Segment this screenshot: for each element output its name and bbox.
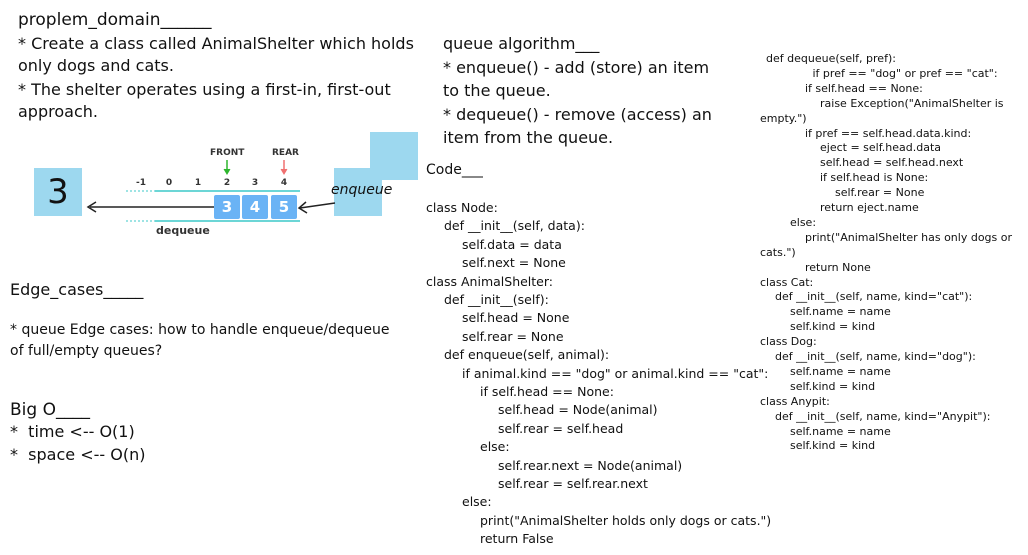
code-line: class Node:	[426, 200, 498, 215]
index-label: 0	[165, 178, 173, 188]
bigo-line: * time <-- O(1)	[10, 422, 135, 441]
algorithm-line: * enqueue() - add (store) an item	[443, 58, 710, 77]
rear-label: REAR	[272, 148, 299, 158]
code-line: self.name = name	[790, 424, 891, 438]
incoming-item-box	[334, 168, 382, 216]
problem-line: approach.	[18, 102, 98, 121]
edge-line: * queue Edge cases: how to handle enqueu…	[10, 322, 390, 338]
code-line: print("AnimalShelter has only dogs or	[805, 230, 1013, 244]
code-line: cats.")	[760, 245, 796, 259]
code-line: def __init__(self, name, kind="cat"):	[775, 290, 973, 304]
queue-cell: 5	[271, 195, 297, 219]
code-line: self.rear = None	[835, 186, 925, 200]
code-line: return False	[480, 531, 554, 547]
code-line: class Dog:	[760, 335, 817, 349]
code-heading: Code___	[426, 162, 483, 178]
code-line: self.head = self.head.next	[820, 156, 964, 170]
code-line: def enqueue(self, animal):	[444, 347, 610, 363]
index-label: 3	[251, 178, 259, 188]
edge-line: of full/empty queues?	[10, 343, 163, 359]
code-line: def dequeue(self, pref):	[766, 52, 896, 65]
code-line: return eject.name	[820, 201, 919, 214]
problem-line: * Create a class called AnimalShelter wh…	[18, 34, 414, 53]
front-label: FRONT	[210, 148, 245, 158]
code-line: else:	[790, 215, 817, 229]
algorithm-heading: queue algorithm___	[443, 34, 600, 53]
code-line: self.rear = None	[462, 328, 564, 344]
code-line: self.rear = self.rear.next	[498, 476, 648, 491]
code-line: def __init__(self, data):	[444, 218, 585, 234]
algorithm-line: * dequeue() - remove (access) an	[443, 105, 712, 124]
index-label: 4	[280, 178, 288, 188]
problem-line: * The shelter operates using a first-in,…	[18, 80, 391, 99]
problem-line: only dogs and cats.	[18, 56, 174, 75]
bigo-line: * space <-- O(n)	[10, 445, 146, 464]
code-line: else:	[462, 494, 492, 510]
code-line: self.head = Node(animal)	[498, 402, 658, 418]
code-line: class Anypit:	[760, 394, 830, 408]
algorithm-line: to the queue.	[443, 81, 551, 100]
code-line: self.data = data	[462, 236, 562, 252]
code-line: self.kind = kind	[790, 379, 876, 393]
enqueue-label: enqueue	[331, 182, 393, 198]
queue-cell: 3	[214, 195, 240, 219]
code-line: else:	[480, 439, 510, 455]
index-label: -1	[136, 178, 146, 188]
code-line: raise Exception("AnimalShelter is	[820, 96, 1004, 110]
code-line: self.rear = self.head	[498, 420, 624, 436]
code-line: if pref == "dog" or pref == "cat":	[812, 66, 998, 80]
queue-lines	[86, 160, 336, 222]
code-line: self.head = None	[462, 310, 570, 326]
code-line: if self.head is None:	[820, 171, 929, 185]
code-line: self.rear.next = Node(animal)	[498, 457, 683, 473]
problem-heading: proplem_domain______	[18, 10, 212, 30]
index-label: 1	[194, 178, 202, 188]
bigo-heading: Big O____	[10, 400, 90, 420]
algorithm-line: item from the queue.	[443, 128, 614, 147]
queue-cell: 4	[242, 195, 268, 219]
edge-heading: Edge_cases_____	[10, 280, 144, 299]
code-line: self.name = name	[790, 364, 891, 378]
code-line: return None	[805, 260, 871, 274]
code-line: def __init__(self, name, kind="dog"):	[775, 350, 976, 363]
code-line: print("AnimalShelter holds only dogs or …	[480, 512, 772, 528]
code-line: class AnimalShelter:	[426, 273, 554, 289]
code-line: eject = self.head.data	[820, 141, 942, 155]
dequeue-label: dequeue	[156, 224, 210, 237]
code-line: def __init__(self, name, kind="Anypit"):	[775, 409, 991, 423]
code-line: if animal.kind == "dog" or animal.kind =…	[462, 365, 769, 381]
code-line: if self.head == None:	[805, 81, 923, 95]
code-line: empty.")	[760, 111, 807, 125]
code-line: if pref == self.head.data.kind:	[805, 126, 972, 140]
code-line: self.name = name	[790, 305, 891, 319]
code-line: self.next = None	[462, 255, 566, 271]
code-line: self.kind = kind	[790, 320, 876, 334]
index-label: 2	[223, 178, 231, 188]
code-line: def __init__(self):	[444, 292, 549, 307]
code-line: self.kind = kind	[790, 439, 876, 453]
code-line: if self.head == None:	[480, 384, 614, 399]
code-line: class Cat:	[760, 275, 814, 289]
dequeued-item-box: 3	[34, 168, 82, 216]
